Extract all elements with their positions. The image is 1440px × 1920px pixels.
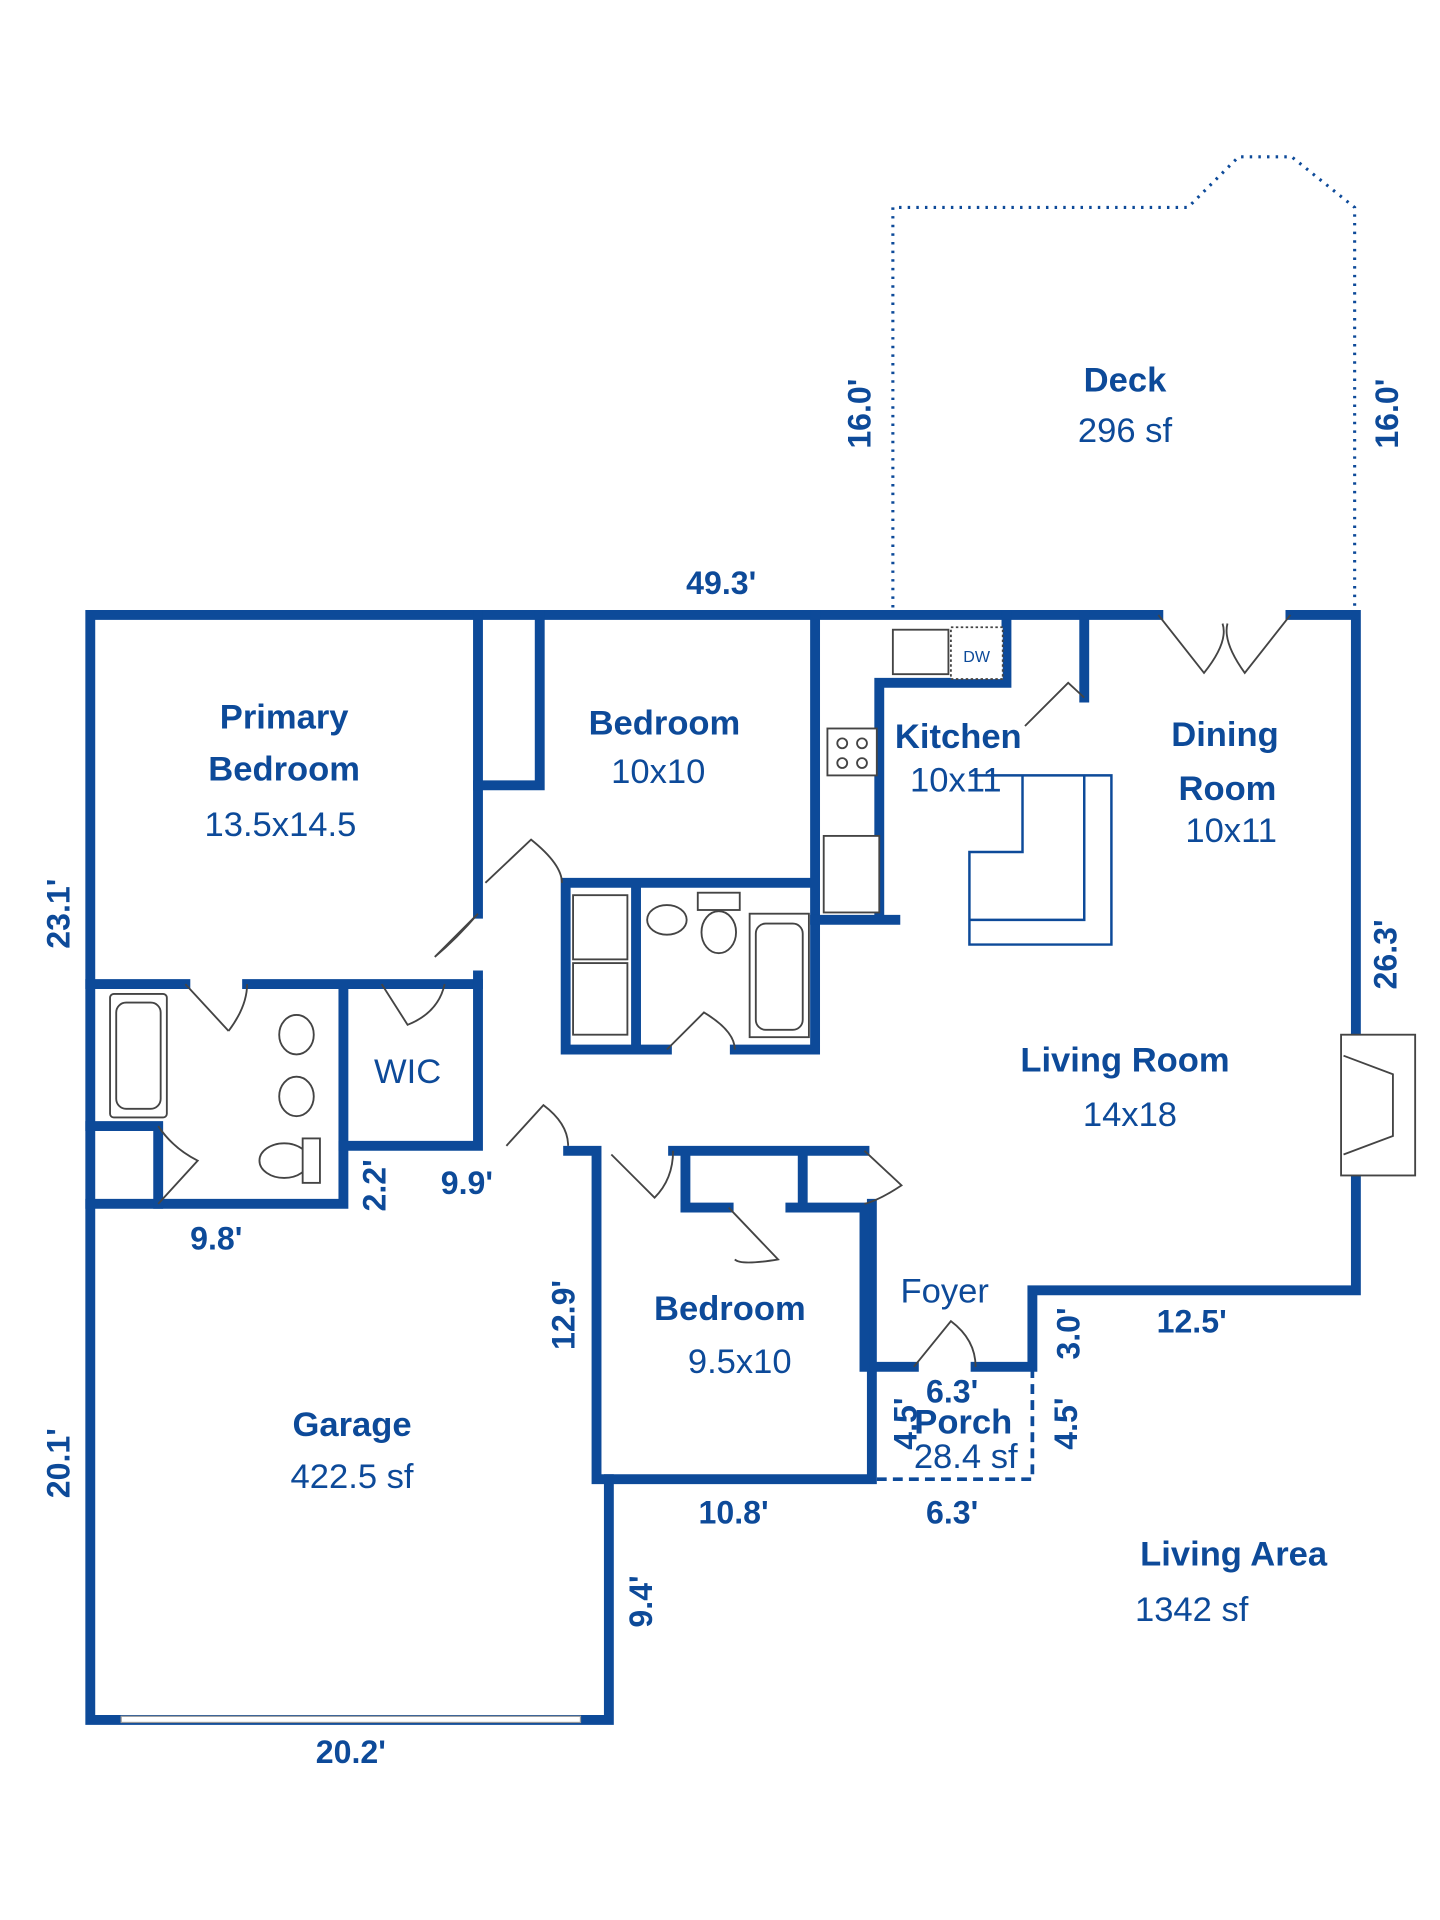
dim-left-upper: 23.1' — [40, 879, 76, 949]
dim-garage-bottom: 20.2' — [316, 1734, 386, 1770]
dim-bath-bottom: 9.8' — [190, 1221, 242, 1257]
primary-bedroom-size: 13.5x14.5 — [205, 806, 357, 844]
dim-porch-bottom: 6.3' — [926, 1495, 978, 1531]
bedroom1-size: 10x10 — [611, 753, 705, 791]
dining-name-2: Room — [1179, 770, 1277, 808]
dining-size: 10x11 — [1185, 812, 1277, 850]
dim-garage-left: 20.1' — [40, 1428, 76, 1498]
bedroom2-name: Bedroom — [654, 1290, 806, 1328]
dim-wic-side: 2.2' — [356, 1159, 392, 1211]
wic-name: WIC — [374, 1053, 441, 1091]
dim-porch-top: 6.3' — [926, 1374, 978, 1410]
porch-name: Porch — [914, 1404, 1012, 1442]
kitchen-size: 10x11 — [910, 761, 1002, 799]
garage-door — [120, 1715, 582, 1724]
dim-porch-left: 4.5' — [887, 1398, 923, 1450]
garage-size: 422.5 sf — [291, 1458, 414, 1496]
fixtures: DW — [109, 626, 1417, 1184]
dimension-labels: 49.3' 16.0' 16.0' 23.1' 26.3' 9.8' 2.2' … — [40, 379, 1405, 1771]
dim-top: 49.3' — [686, 565, 756, 601]
doors — [157, 614, 1292, 1368]
dim-deck-right: 16.0' — [1369, 379, 1405, 449]
dim-bed2-bottom: 10.8' — [699, 1495, 769, 1531]
primary-bedroom-name-2: Bedroom — [208, 750, 360, 788]
dim-right: 26.3' — [1368, 919, 1404, 989]
living-area-value: 1342 sf — [1135, 1591, 1249, 1629]
dim-right-bottom: 12.5' — [1157, 1303, 1227, 1339]
living-name: Living Room — [1020, 1042, 1229, 1080]
garage-name: Garage — [292, 1406, 411, 1444]
living-area-label: Living Area — [1140, 1536, 1328, 1574]
kitchen-name: Kitchen — [895, 718, 1022, 756]
living-size: 14x18 — [1083, 1096, 1177, 1134]
bedroom1-name: Bedroom — [589, 705, 741, 743]
dim-foyer-step: 3.0' — [1050, 1307, 1086, 1359]
dim-bed2-left: 12.9' — [545, 1280, 581, 1350]
dim-porch-right: 4.5' — [1048, 1398, 1084, 1450]
walls — [85, 609, 1361, 1725]
porch-size: 28.4 sf — [914, 1438, 1018, 1476]
deck-size: 296 sf — [1078, 412, 1173, 450]
deck-name: Deck — [1084, 361, 1167, 399]
dishwasher-label: DW — [963, 648, 991, 666]
dim-deck-left: 16.0' — [842, 379, 878, 449]
dim-wic-bottom: 9.9' — [441, 1165, 493, 1201]
room-labels: Deck 296 sf Primary Bedroom 13.5x14.5 Be… — [205, 361, 1328, 1629]
dining-name-1: Dining — [1171, 716, 1279, 754]
bedroom2-size: 9.5x10 — [688, 1343, 792, 1381]
primary-bedroom-name-1: Primary — [220, 698, 350, 736]
deck-outline — [891, 155, 1357, 608]
porch-outline — [876, 1366, 1035, 1482]
dim-garage-right: 9.4' — [623, 1575, 659, 1627]
foyer-name: Foyer — [901, 1273, 989, 1311]
